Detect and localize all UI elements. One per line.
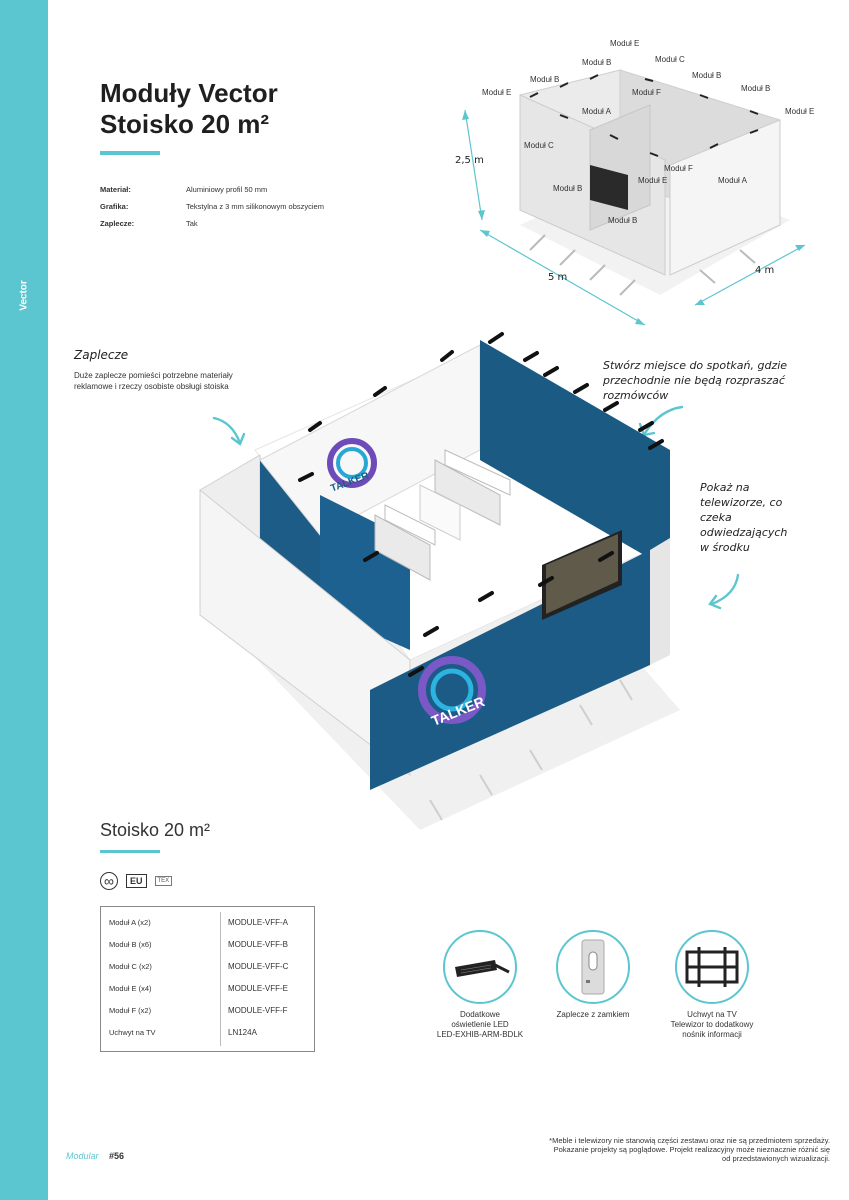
part-code: MODULE-VFF-B [228, 940, 288, 949]
led-lamp-icon [443, 930, 517, 1004]
sidebar-stripe: Vector [0, 0, 48, 1200]
page-title: Moduły Vector Stoisko 20 m² [100, 78, 278, 140]
plan-label: Moduł C [655, 55, 685, 64]
plan-label: Moduł B [741, 84, 771, 93]
table-row: Moduł E (x4) MODULE-VFF-E [109, 984, 306, 998]
accessory-tv-mount: Uchwyt na TV Telewizor to dodatkowy nośn… [652, 930, 772, 1040]
table-row: Moduł F (x2) MODULE-VFF-F [109, 1006, 306, 1020]
part-code: MODULE-VFF-A [228, 918, 288, 927]
parts-table: Moduł A (x2) MODULE-VFF-A Moduł B (x6) M… [100, 906, 315, 1052]
backroom-description: Duże zaplecze pomieści potrzebne materia… [74, 371, 233, 391]
plan-label: Moduł A [718, 176, 747, 185]
part-name: Moduł A (x2) [109, 918, 151, 927]
spec-list: Materiał: Aluminiowy profil 50 mm Grafik… [100, 185, 324, 236]
tv-note: Pokaż na telewizorze, co czeka odwiedzaj… [700, 481, 788, 554]
title-line-2: Stoisko 20 m² [100, 109, 270, 139]
part-name: Moduł B (x6) [109, 940, 152, 949]
height-dimension: 2,5 m [455, 155, 484, 166]
section-underline [100, 850, 160, 853]
spec-key: Zaplecze: [100, 219, 135, 228]
part-code: LN124A [228, 1028, 257, 1037]
title-underline [100, 151, 160, 155]
spec-row: Grafika: Tekstylna z 3 mm silikonowym ob… [100, 202, 324, 219]
plan-label: Moduł C [524, 141, 554, 150]
meeting-note: Stwórz miejsce do spotkań, gdzie przecho… [603, 359, 788, 402]
accessory-line: Dodatkowe [459, 1010, 501, 1019]
plan-label: Moduł E [610, 39, 640, 48]
plan-label: Moduł F [632, 88, 661, 97]
disclaimer-line: od przedstawionych wizualizacji. [722, 1154, 830, 1163]
accessory-line: oświetlenie LED [451, 1020, 509, 1029]
spec-value: Tak [186, 219, 198, 228]
spec-key: Materiał: [100, 185, 131, 194]
part-name: Uchwyt na TV [109, 1028, 156, 1037]
backroom-title: Zaplecze [74, 348, 129, 362]
section-title: Stoisko 20 m² [100, 820, 211, 840]
part-name: Moduł E (x4) [109, 984, 152, 993]
depth-dimension: 4 m [755, 265, 775, 276]
spec-value: Aluminiowy profil 50 mm [186, 185, 268, 194]
page-footer: Modular #56 [66, 1151, 124, 1161]
infinity-icon: ∞ [100, 872, 118, 890]
accessory-lock-room: Zaplecze z zamkiem [533, 930, 653, 1020]
part-name: Moduł C (x2) [109, 962, 152, 971]
part-code: MODULE-VFF-C [228, 962, 289, 971]
table-divider [220, 912, 221, 1046]
booth-illustration [199, 332, 680, 830]
table-row: Uchwyt na TV LN124A [109, 1028, 306, 1042]
table-row: Moduł A (x2) MODULE-VFF-A [109, 918, 306, 932]
booth-render: TALKER TALKER [180, 320, 700, 840]
eu-badge: EU [126, 874, 147, 888]
accessory-line: Uchwyt na TV [687, 1010, 737, 1019]
spec-row: Materiał: Aluminiowy profil 50 mm [100, 185, 324, 202]
tex-icon: TEX [154, 876, 173, 886]
tv-mount-icon [675, 930, 749, 1004]
plan-label: Moduł B [608, 216, 638, 225]
part-code: MODULE-VFF-F [228, 1006, 288, 1015]
plan-label: Moduł B [692, 71, 722, 80]
plan-label: Moduł A [582, 107, 611, 116]
plan-label: Moduł B [530, 75, 560, 84]
module-plan-diagram: Moduł E Moduł B Moduł C Moduł B Moduł B … [450, 35, 830, 335]
accessory-code: LED-EXHIB-ARM-BDLK [436, 1030, 524, 1039]
plan-label: Moduł B [582, 58, 612, 67]
feature-icons: ∞ EU TEX [100, 872, 173, 890]
disclaimer-line: *Meble i telewizory nie stanowią części … [549, 1136, 830, 1145]
accessory-line: Telewizor to dodatkowy [670, 1020, 754, 1029]
table-row: Moduł C (x2) MODULE-VFF-C [109, 962, 306, 976]
plan-label: Moduł E [638, 176, 668, 185]
lock-door-icon [556, 930, 630, 1004]
plan-label: Moduł E [785, 107, 815, 116]
plan-label: Moduł B [553, 184, 583, 193]
footer-brand: Modular [66, 1151, 99, 1161]
accessory-led: Dodatkowe oświetlenie LED LED-EXHIB-ARM-… [420, 930, 540, 1040]
title-line-1: Moduły Vector [100, 78, 278, 108]
disclaimer-line: Pokazanie projekty są poglądowe. Projekt… [553, 1145, 830, 1154]
accessory-line: nośnik informacji [682, 1030, 742, 1039]
part-name: Moduł F (x2) [109, 1006, 152, 1015]
spec-value: Tekstylna z 3 mm silikonowym obszyciem [186, 202, 324, 211]
table-row: Moduł B (x6) MODULE-VFF-B [109, 940, 306, 954]
plan-label: Moduł E [482, 88, 512, 97]
accessory-line: Zaplecze z zamkiem [556, 1010, 630, 1019]
part-code: MODULE-VFF-E [228, 984, 288, 993]
spec-key: Grafika: [100, 202, 129, 211]
disclaimer: *Meble i telewizory nie stanowią części … [549, 1136, 830, 1163]
plan-drawing [462, 69, 806, 326]
spec-row: Zaplecze: Tak [100, 219, 324, 236]
width-dimension: 5 m [548, 272, 568, 283]
page-number: #56 [109, 1151, 125, 1161]
plan-label: Moduł F [664, 164, 693, 173]
